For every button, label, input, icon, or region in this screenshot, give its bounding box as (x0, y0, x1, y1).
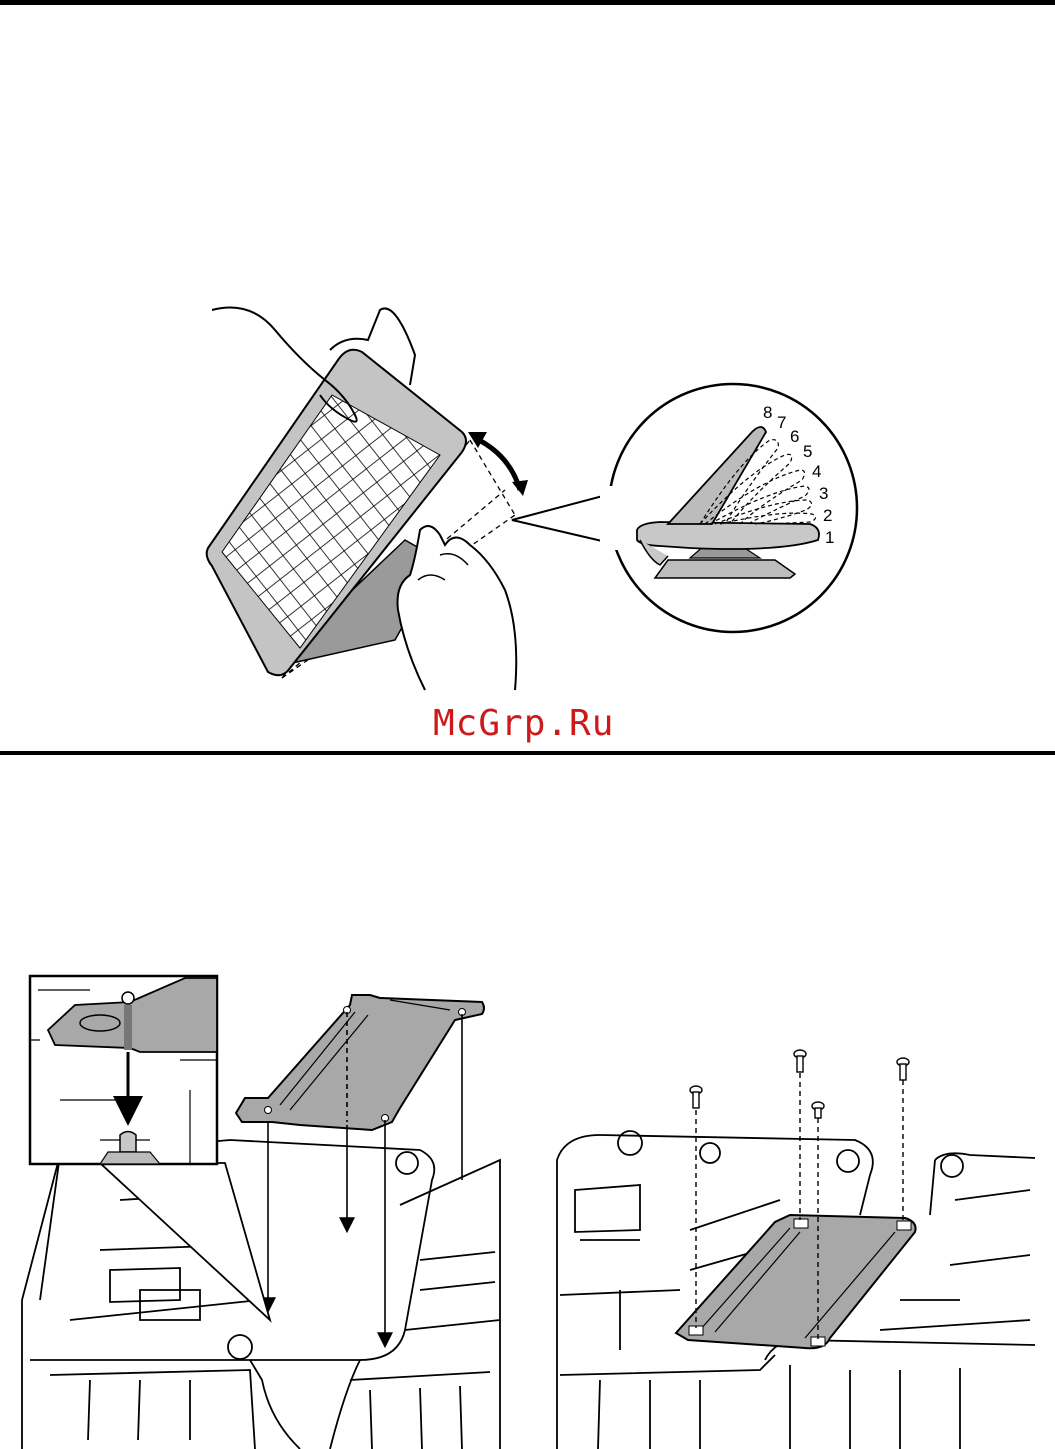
tilt-position-2: 2 (823, 506, 832, 525)
joining-plate (236, 995, 484, 1130)
tilt-position-3: 3 (819, 484, 828, 503)
tilt-position-5: 5 (803, 442, 812, 461)
tilt-angle-callout: 1 2 3 4 5 6 7 8 (512, 384, 857, 632)
mounted-joining-plate (676, 1215, 916, 1348)
tilt-position-4: 4 (812, 462, 821, 481)
hand-lower (398, 526, 517, 690)
tilt-position-1: 1 (825, 528, 834, 547)
screw-fastening-illustration (557, 1050, 1035, 1449)
tilt-position-7: 7 (777, 413, 786, 432)
plate-placement-illustration (22, 976, 500, 1449)
tilt-position-8: 8 (763, 403, 772, 422)
watermark-text: McGrp.Ru (433, 701, 633, 747)
tilt-position-6: 6 (790, 427, 799, 446)
keyboard-tilt-illustration (207, 308, 528, 691)
